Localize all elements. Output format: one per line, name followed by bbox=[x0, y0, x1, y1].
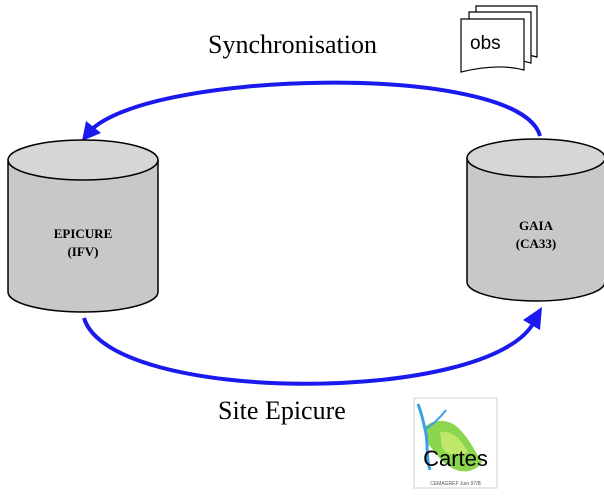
gaia-db-org: (CA33) bbox=[515, 236, 557, 251]
map-region-lightgreen bbox=[440, 431, 468, 456]
synchronisation-arrow bbox=[84, 80, 542, 138]
obs-document-label: obs bbox=[470, 33, 501, 54]
epicure-db-org: (IFV) bbox=[67, 244, 99, 259]
cartes-map-footer: CEMAGREF Juin 97/B bbox=[430, 481, 481, 487]
epicure-db-name: EPICURE bbox=[53, 226, 113, 241]
gaia-database-cylinder bbox=[466, 138, 604, 302]
epicure-database-cylinder bbox=[7, 139, 159, 313]
obs-document-stack-icon bbox=[460, 5, 538, 73]
site-epicure-arrow bbox=[82, 317, 536, 386]
cartes-map-label: Cartes bbox=[423, 446, 488, 471]
site-epicure-arrowhead bbox=[523, 307, 542, 330]
site-epicure-label: Site Epicure bbox=[218, 396, 346, 425]
cartes-map-icon bbox=[413, 397, 498, 489]
synchronisation-label: Synchronisation bbox=[208, 30, 377, 59]
gaia-db-name: GAIA bbox=[519, 218, 553, 233]
map-river bbox=[416, 403, 432, 471]
synchronisation-arrowhead bbox=[82, 121, 101, 141]
map-river-branch bbox=[423, 409, 447, 431]
